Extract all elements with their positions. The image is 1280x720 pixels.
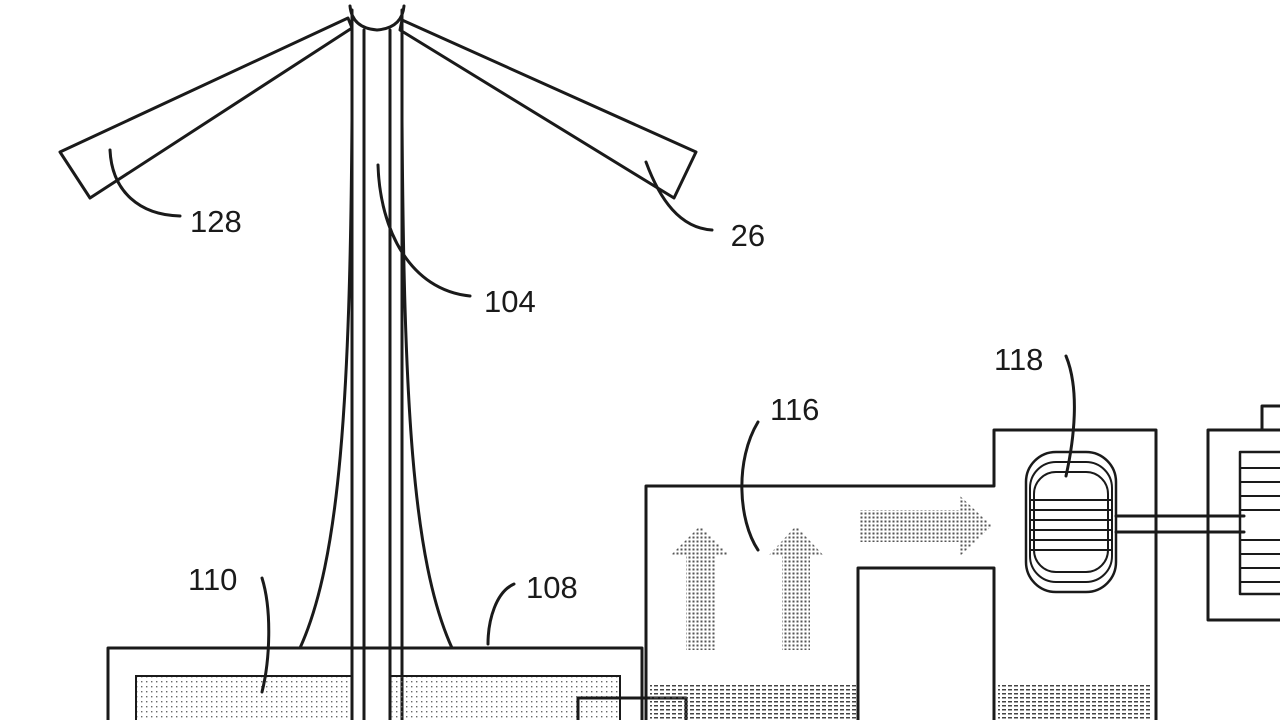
- rotor-hub: [348, 4, 406, 32]
- tower-flare-left: [298, 118, 354, 650]
- drive-shaft: [1114, 514, 1246, 534]
- blade-left: [58, 16, 354, 200]
- leader-lines: [108, 148, 1076, 694]
- coil-118: [1024, 450, 1118, 594]
- heat-chamber: [644, 428, 1158, 720]
- ref-label-104: 104: [484, 284, 536, 319]
- ref-label-128: 128: [190, 204, 242, 239]
- updraft-arrow-right: [768, 526, 824, 650]
- ref-label-118: 118: [994, 342, 1043, 377]
- ref-label-110: 110: [188, 562, 237, 597]
- updraft-arrow-left: [670, 526, 730, 650]
- blade-right: [398, 18, 698, 200]
- flow-arrow-right: [860, 496, 992, 556]
- ref-label-116: 116: [770, 392, 819, 427]
- ref-label-126: 26: [722, 218, 765, 253]
- generator: [1206, 404, 1280, 622]
- base-tank: [106, 646, 688, 720]
- tower-flare-right: [400, 118, 454, 650]
- ref-label-108: 108: [526, 570, 578, 605]
- tower-shaft: [350, 8, 404, 720]
